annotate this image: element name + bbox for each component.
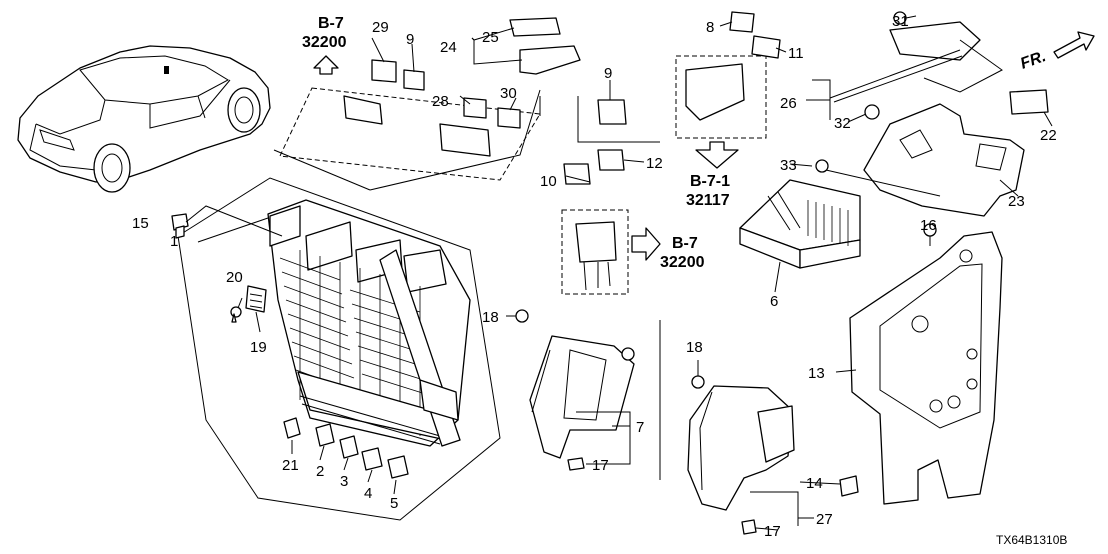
module-27: [687, 375, 799, 535]
callout-12: 12: [646, 155, 663, 172]
reference-sheet-2: B-7-1: [690, 173, 730, 190]
callout-33: 33: [780, 157, 797, 174]
callout-numbers: 1 2 3 4 5 6 7 8 9 9 10 11 12 13 14 15 16…: [132, 13, 1057, 540]
callout-24: 24: [440, 39, 457, 56]
fuse-clips: [283, 417, 409, 479]
callout-30: 30: [500, 85, 517, 102]
bracket-13: [839, 223, 1003, 505]
section-dividers: [539, 96, 661, 480]
label-19: [245, 285, 267, 313]
callout-8: 8: [706, 19, 714, 36]
reference-part-1: 32200: [302, 34, 347, 51]
control-unit-dashed: [675, 11, 781, 169]
callout-11: 11: [788, 45, 804, 62]
front-direction-arrow: [1053, 31, 1095, 59]
vehicle-illustration: [17, 45, 271, 193]
relay-group-dashed: [273, 17, 581, 191]
callout-2: 2: [316, 463, 324, 480]
callout-9-upper: 9: [406, 31, 414, 48]
fuse-box-assembly: [177, 177, 501, 521]
callout-16: 16: [920, 217, 937, 234]
reference-part-2: 32117: [686, 192, 730, 209]
callout-31: 31: [892, 13, 909, 30]
callout-5: 5: [390, 495, 398, 512]
reference-sheet-1: B-7: [318, 15, 344, 32]
callout-4: 4: [364, 485, 372, 502]
callout-1: 1: [170, 233, 178, 250]
callout-17-right: 17: [764, 523, 781, 540]
callout-29: 29: [372, 19, 389, 36]
module-7: [515, 309, 635, 471]
callout-13: 13: [808, 365, 825, 382]
bolt-15: [171, 213, 189, 239]
callout-9-lower: 9: [604, 65, 612, 82]
diagram-code: TX64B1310B: [996, 533, 1067, 547]
callout-3: 3: [340, 473, 348, 490]
reference-arrow-up: [313, 55, 339, 75]
callout-18-right: 18: [686, 339, 703, 356]
callout-17-left: 17: [592, 457, 609, 474]
callout-15: 15: [132, 215, 149, 232]
callout-27: 27: [816, 511, 833, 528]
callout-22: 22: [1040, 127, 1057, 144]
connector-group: [561, 209, 661, 295]
callout-18-left: 18: [482, 309, 499, 326]
callout-23: 23: [1008, 193, 1025, 210]
screw-20: [230, 306, 242, 323]
callout-19: 19: [250, 339, 267, 356]
callout-20: 20: [226, 269, 243, 286]
callout-7: 7: [636, 419, 644, 436]
leader-lines: [185, 15, 1053, 531]
callout-6: 6: [770, 293, 778, 310]
callout-25: 25: [482, 29, 499, 46]
callout-28: 28: [432, 93, 449, 110]
callout-21: 21: [282, 457, 299, 474]
reference-sheet-3: B-7: [672, 235, 698, 252]
callout-26: 26: [780, 95, 797, 112]
callout-14: 14: [806, 475, 823, 492]
callout-10: 10: [540, 173, 557, 190]
harness-26: [829, 11, 1003, 120]
relay-bracket: [563, 96, 660, 185]
reference-part-3: 32200: [660, 254, 705, 271]
module-6: [739, 179, 861, 269]
callout-32: 32: [834, 115, 851, 132]
front-direction-label: FR.: [1018, 48, 1048, 73]
